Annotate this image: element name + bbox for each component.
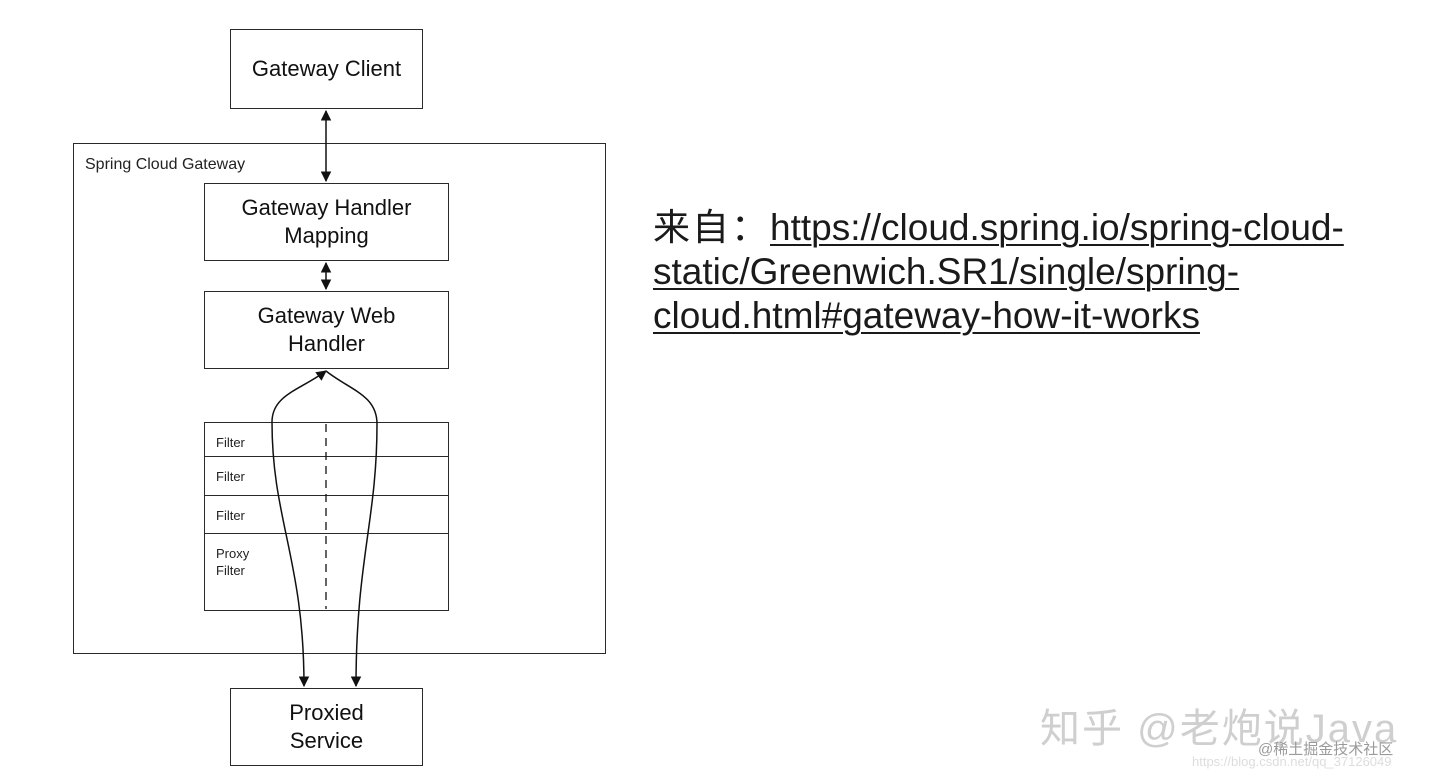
gateway-web-handler-box: Gateway Web Handler (204, 291, 449, 369)
csdn-watermark: https://blog.csdn.net/qq_37126049 (1192, 754, 1392, 769)
proxy-filter-row: Proxy Filter (205, 534, 448, 610)
source-link[interactable]: https://cloud.spring.io/spring-cloud-sta… (653, 207, 1344, 336)
filter-label: Filter (216, 469, 245, 484)
request-flow-path (271, 370, 327, 688)
filter-label: Filter (216, 508, 245, 523)
spring-cloud-gateway-label: Spring Cloud Gateway (85, 156, 246, 173)
gateway-web-handler-label: Gateway Web Handler (257, 303, 396, 356)
response-flow-path (325, 370, 378, 688)
zhihu-watermark: 知乎 @老炮说Java (1040, 707, 1399, 751)
proxied-service-label: Proxied Service (289, 700, 364, 753)
gateway-client-label: Gateway Client (251, 56, 402, 81)
juejin-watermark: @稀土掘金技术社区 (1258, 741, 1394, 758)
proxied-service-box: Proxied Service (230, 688, 423, 766)
source-prefix: 来自： (653, 207, 770, 248)
proxy-filter-label: Proxy Filter (216, 546, 250, 578)
filter-label: Filter (216, 435, 245, 450)
gateway-client-box: Gateway Client (230, 29, 423, 109)
gateway-handler-mapping-label: Gateway Handler Mapping (241, 195, 412, 248)
source-reference: 来自：https://cloud.spring.io/spring-cloud-… (653, 206, 1433, 338)
gateway-handler-mapping-box: Gateway Handler Mapping (204, 183, 449, 261)
